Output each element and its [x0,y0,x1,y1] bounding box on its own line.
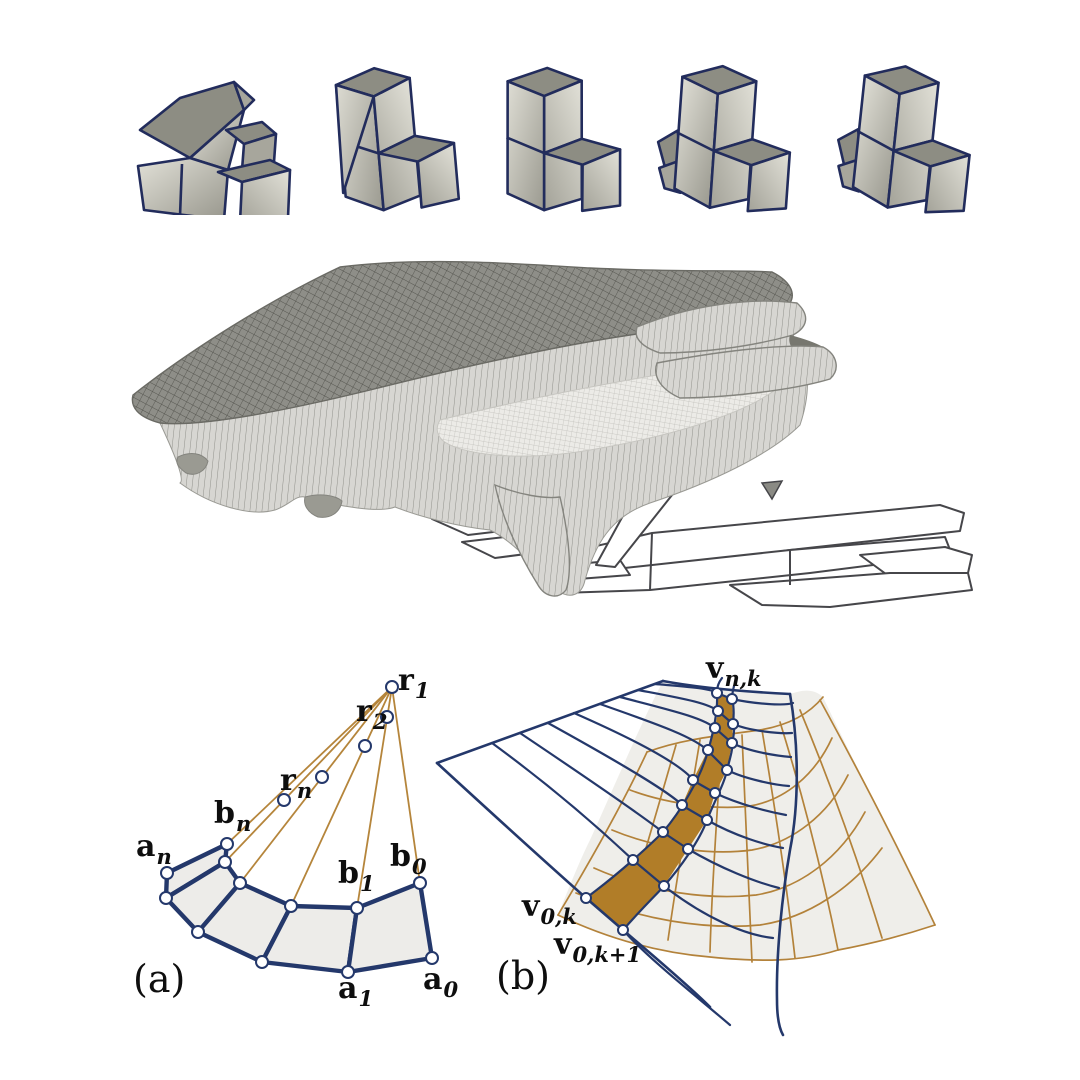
spoke-lines [224,686,421,909]
fan-vertices [159,680,439,979]
mesh-lobe-left [176,453,209,475]
label-vnk: vn,k [706,651,762,691]
label-b1: b1 [338,856,375,896]
corner-block-4 [655,63,795,214]
mesh-cone [494,483,571,597]
caption-a: (a) [133,957,186,1001]
corner-block-3 [501,64,624,215]
label-an: an [136,829,172,869]
twisted-corner-block-2 [329,58,463,215]
mesh-lobe [304,494,343,518]
label-a1: a1 [338,971,374,1011]
label-a0: a0 [423,962,459,1002]
mesh-upper-finger [635,300,807,354]
label-r2: r2 [356,694,388,734]
strip-vertices [580,687,739,936]
corner-block-5 [833,62,977,215]
subdivision-surface-figure [131,260,973,608]
label-rn: rn [280,763,313,803]
twisted-corner-block-1 [136,80,292,215]
highlighted-strip [586,693,733,930]
label-r1: r1 [398,663,430,703]
label-v0k1: v0,k+1 [554,927,642,967]
mesh-lower-finger [655,345,837,399]
diagrams [159,676,936,1037]
caption-b: (b) [496,954,550,998]
label-bn: bn [214,796,252,836]
label-v0k: v0,k [522,889,577,929]
diagram-b-grid [435,676,936,1037]
label-b0: b0 [390,839,427,879]
diagram-a-fan [159,680,439,979]
quad-strip [163,841,435,975]
blocks-row [136,58,977,215]
